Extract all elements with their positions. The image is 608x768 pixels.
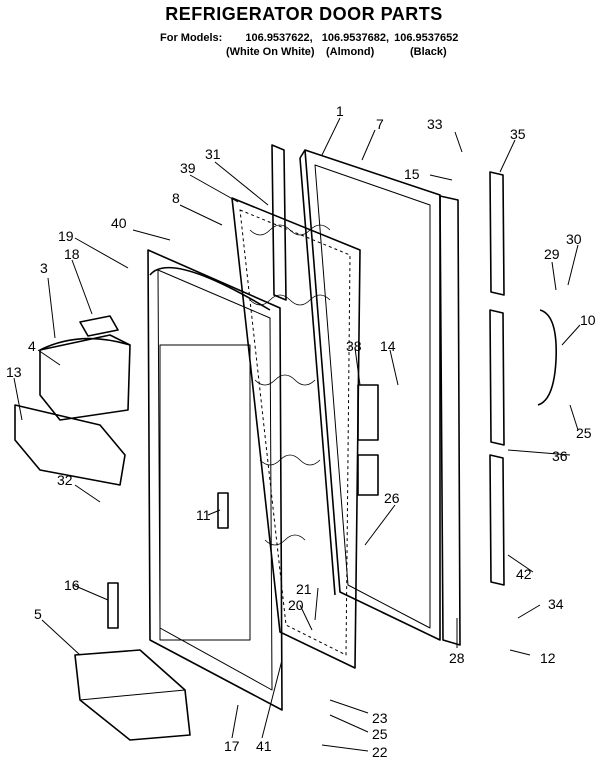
callout-42: 42 [516,566,532,582]
door-shelf-13 [14,404,126,486]
callout-11: 11 [196,507,211,523]
leader-lines [13,117,581,752]
callout-41: 41 [256,738,272,754]
callout-28: 28 [449,650,465,666]
callout-33: 33 [427,116,443,132]
model-color-3: (Black) [410,46,447,58]
model-number-3: 106.9537652 [394,32,459,44]
callout-5: 5 [34,606,42,622]
outer-door-panel [299,149,441,641]
callout-16: 16 [64,577,80,593]
models-label: For Models: [160,32,223,44]
callout-14: 14 [380,338,396,354]
callout-26: 26 [384,490,400,506]
callout-31: 31 [205,146,221,162]
callout-7: 7 [376,116,384,132]
callout-36: 36 [552,448,568,464]
callout-35: 35 [510,126,526,142]
page-title: REFRIGERATOR DOOR PARTS [165,4,443,24]
callout-21: 21 [296,581,312,597]
callout-40: 40 [111,215,127,231]
butter-door-18 [79,315,119,337]
door-bin-5 [74,649,191,741]
model-number-1: 106.9537622, [245,32,313,44]
callout-39: 39 [180,160,196,176]
models-line: For Models: 106.9537622, 106.9537682, 10… [160,32,458,44]
callout-15: 15 [404,166,420,182]
callout-10: 10 [580,312,596,328]
model-number-2: 106.9537682, [321,32,390,44]
vertical-strip-top [271,144,287,301]
part-38-upper [357,384,379,441]
door-handle [537,309,557,406]
butter-compartment-3-4 [39,334,131,421]
callout-22: 22 [372,744,388,760]
callout-32: 32 [57,472,73,488]
insulation-panel [231,197,361,669]
callout-13: 13 [6,364,22,380]
callout-38: 38 [346,338,362,354]
callout-19: 19 [58,228,74,244]
callout-4: 4 [28,338,36,354]
callout-23: 23 [372,710,388,726]
callout-8: 8 [172,190,180,206]
callout-34: 34 [548,596,564,612]
trim-strip-28 [439,195,461,646]
callout-25-upper: 25 [576,425,592,441]
model-color-2: (Almond) [326,46,375,58]
callout-25-lower: 25 [372,726,388,742]
model-color-1: (White On White) [226,46,315,58]
callout-12: 12 [540,650,556,666]
inner-door-liner [147,249,283,711]
callout-1: 1 [336,103,344,119]
part-38-lower [357,454,379,496]
callout-30: 30 [566,231,582,247]
bracket-16 [107,582,119,629]
callout-3: 3 [40,260,48,276]
callout-20: 20 [288,597,304,613]
handle-trim [489,171,505,586]
callout-17: 17 [224,738,240,754]
callout-29: 29 [544,246,560,262]
callout-18: 18 [64,246,80,262]
